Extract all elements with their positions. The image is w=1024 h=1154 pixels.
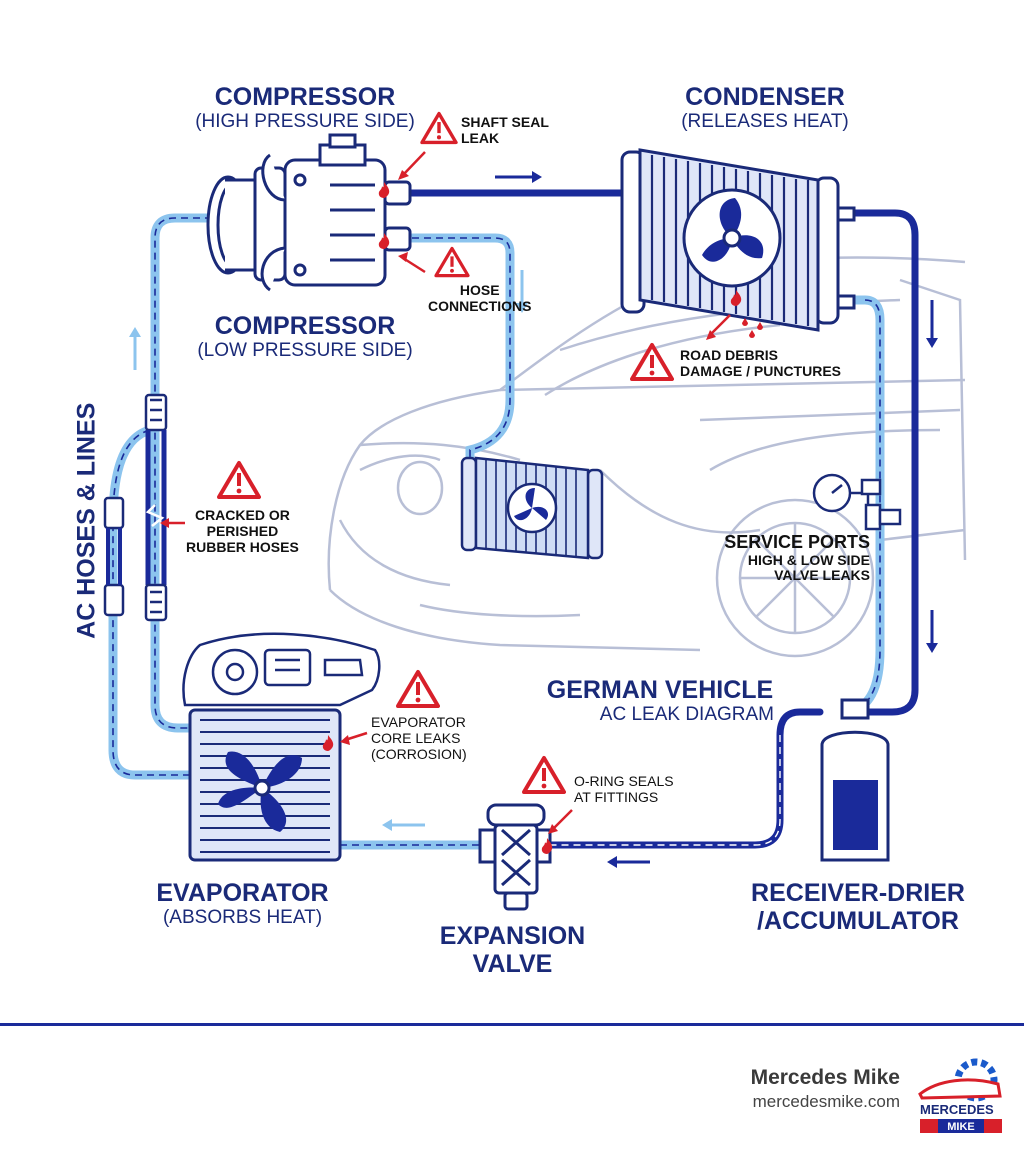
evaporator-label: EVAPORATOR (ABSORBS HEAT) xyxy=(130,879,355,928)
hose-connections-warning-icon xyxy=(434,246,470,278)
vehicle-subtitle: AC LEAK DIAGRAM xyxy=(599,703,774,725)
vehicle-title: GERMAN VEHICLE xyxy=(546,676,774,704)
logo-text-top: MERCEDES xyxy=(920,1102,994,1117)
cracked-hoses-line3: RUBBER HOSES xyxy=(186,539,299,556)
condenser-title: CONDENSER xyxy=(685,83,845,111)
cracked-hoses-line1: CRACKED OR xyxy=(194,507,290,523)
evaporator-core-line2: CORE LEAKS xyxy=(371,730,461,747)
hoses-title: AC HOSES & LINES xyxy=(72,402,101,639)
expansion-valve-title-2: VALVE xyxy=(472,949,553,978)
service-ports-label: SERVICE PORTS HIGH & LOW SIDE VALVE LEAK… xyxy=(710,532,870,584)
expansion-valve-label: EXPANSION VALVE xyxy=(425,922,600,978)
car-icon xyxy=(918,1078,1002,1100)
cracked-hoses-leak-label: CRACKED OR PERISHED RUBBER HOSES xyxy=(186,507,299,555)
condenser-subtitle: (RELEASES HEAT) xyxy=(681,110,849,132)
condenser-label: CONDENSER (RELEASES HEAT) xyxy=(655,83,875,132)
hose-connections-line2: CONNECTIONS xyxy=(428,298,532,315)
road-debris-line1: ROAD DEBRIS xyxy=(680,347,779,363)
expansion-valve-shape xyxy=(478,803,552,911)
logo-text-bottom: MIKE xyxy=(947,1121,975,1133)
compressor-high-title: COMPRESSOR xyxy=(214,83,396,111)
compressor xyxy=(206,133,412,292)
service-port-gauge xyxy=(812,473,902,531)
evaporator-core-leak-label: EVAPORATOR CORE LEAKS (CORROSION) xyxy=(371,714,467,762)
hose-assembly xyxy=(103,393,168,622)
evaporator xyxy=(188,708,342,862)
expansion-valve-title-1: EXPANSION xyxy=(439,922,586,950)
receiver-drier-shape xyxy=(820,698,890,862)
o-ring-warning-icon xyxy=(522,756,566,794)
compressor-low-title: COMPRESSOR xyxy=(214,312,396,340)
cracked-hoses-line2: PERISHED xyxy=(206,523,279,540)
car-outline xyxy=(327,256,967,658)
hose-connections-line1: HOSE xyxy=(459,282,500,298)
compressor-low-subtitle: (LOW PRESSURE SIDE) xyxy=(197,339,413,361)
receiver-drier-title-2: /ACCUMULATOR xyxy=(757,906,959,935)
compressor-high-label: COMPRESSOR (HIGH PRESSURE SIDE) xyxy=(180,83,430,132)
vehicle-label: GERMAN VEHICLE AC LEAK DIAGRAM xyxy=(530,676,790,725)
road-debris-warning-icon xyxy=(630,343,674,381)
cracked-hoses-warning-icon xyxy=(217,461,261,499)
evaporator-core-warning-icon xyxy=(396,670,440,708)
hose-connections-leak-label: HOSE CONNECTIONS xyxy=(428,282,531,314)
brand-name: Mercedes Mike xyxy=(750,1066,900,1089)
condenser xyxy=(620,148,856,332)
brand-url: mercedesmike.com xyxy=(752,1092,900,1111)
o-ring-leak-label: O-RING SEALS AT FITTINGS xyxy=(574,773,674,805)
dashboard xyxy=(182,632,381,707)
footer-divider xyxy=(0,1023,1024,1026)
flow-arrows xyxy=(129,171,938,868)
compressor-low-label: COMPRESSOR (LOW PRESSURE SIDE) xyxy=(180,312,430,361)
shaft-seal-line1: SHAFT SEAL xyxy=(461,114,549,130)
service-ports-title: SERVICE PORTS xyxy=(724,532,870,552)
service-ports-line3: VALVE LEAKS xyxy=(774,567,870,584)
evaporator-core-line1: EVAPORATOR xyxy=(371,714,466,730)
evaporator-title: EVAPORATOR xyxy=(156,879,329,907)
compressor-high-subtitle: (HIGH PRESSURE SIDE) xyxy=(195,110,415,132)
shaft-seal-line2: LEAK xyxy=(461,130,500,147)
ac-system-diagram xyxy=(103,111,967,911)
o-ring-line1: O-RING SEALS xyxy=(574,773,674,789)
o-ring-line2: AT FITTINGS xyxy=(574,789,659,806)
receiver-drier-label: RECEIVER-DRIER /ACCUMULATOR xyxy=(738,879,978,935)
brand-logo: MERCEDES MIKE xyxy=(918,1058,1002,1133)
evaporator-subtitle: (ABSORBS HEAT) xyxy=(162,906,323,928)
evaporator-core-line3: (CORROSION) xyxy=(371,746,467,763)
front-radiator xyxy=(460,456,604,560)
road-debris-leak-label: ROAD DEBRIS DAMAGE / PUNCTURES xyxy=(680,347,841,379)
shaft-seal-leak-label: SHAFT SEAL LEAK xyxy=(461,114,549,146)
road-debris-line2: DAMAGE / PUNCTURES xyxy=(680,363,842,380)
service-ports-line2: HIGH & LOW SIDE xyxy=(747,551,870,568)
receiver-drier-title-1: RECEIVER-DRIER xyxy=(751,879,965,907)
